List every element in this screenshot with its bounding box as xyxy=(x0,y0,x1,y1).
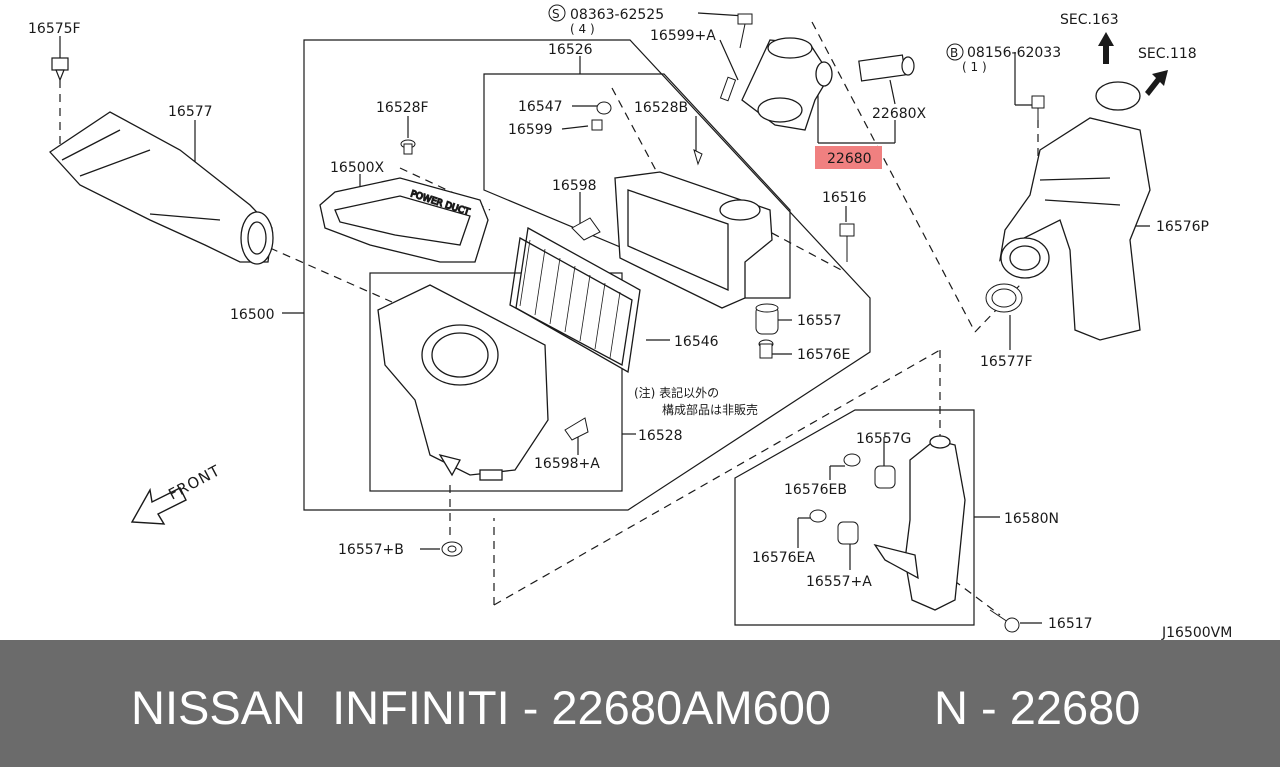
front-label: FRONT xyxy=(165,461,223,503)
label-bolt-08156: 08156-62033 xyxy=(967,45,1061,61)
bolt-08156 xyxy=(1031,95,1045,125)
label-sec118: SEC.118 xyxy=(1138,46,1197,62)
label-16528f: 16528F xyxy=(376,100,429,116)
label-22680: 22680 xyxy=(827,151,872,167)
short-part-number: N - 22680 xyxy=(934,681,1141,734)
brand-part-number: NISSAN INFINITI - 22680AM600 xyxy=(131,681,832,734)
small-parts xyxy=(564,101,703,441)
label-16528b: 16528B xyxy=(634,100,688,116)
air-cleaner-body-16528 xyxy=(377,284,549,481)
label-16526: 16526 xyxy=(548,42,593,58)
label-sec163: SEC.163 xyxy=(1060,12,1119,28)
label-16547: 16547 xyxy=(518,99,563,115)
note-line-1: (注) 表記以外の xyxy=(634,385,719,400)
grommet-16557b xyxy=(441,541,463,557)
label-16576ea: 16576EA xyxy=(752,550,815,566)
svg-text:S: S xyxy=(552,7,560,21)
power-duct-16500x: POWER DUCT xyxy=(319,177,489,263)
front-arrow-icon xyxy=(130,487,187,525)
resonator-16580n xyxy=(873,435,966,611)
label-16500: 16500 xyxy=(230,307,275,323)
part-highlight xyxy=(815,146,882,169)
label-16500x: 16500X xyxy=(330,160,385,176)
assembly-box-lower xyxy=(369,272,623,492)
air-cleaner-cover-16526 xyxy=(614,171,773,309)
label-bolt-qty: ( 4 ) xyxy=(570,22,595,36)
label-16580n: 16580N xyxy=(1004,511,1059,527)
label-16577: 16577 xyxy=(168,104,213,120)
collar-16576e xyxy=(758,339,774,359)
label-16517: 16517 xyxy=(1048,616,1093,632)
bolt-16516 xyxy=(839,223,855,262)
label-16516: 16516 xyxy=(822,190,867,206)
assembly-box-main xyxy=(303,39,871,511)
label-22680x: 22680X xyxy=(872,106,927,122)
air-filter-16546 xyxy=(509,226,641,374)
bolt-16517 xyxy=(989,609,1020,633)
label-16557a: 16557+A xyxy=(806,574,872,590)
part-number-footer: NISSAN INFINITI - 22680AM600 N - 22680 xyxy=(0,640,1280,767)
air-duct-16576p xyxy=(999,81,1151,341)
bolt-symbol-b: B xyxy=(946,43,964,61)
clamp-16577f xyxy=(985,283,1023,313)
label-16546: 16546 xyxy=(674,334,719,350)
air-duct-16577 xyxy=(49,111,274,265)
label-bolt-08363: 08363-62525 xyxy=(570,7,664,23)
label-16576p: 16576P xyxy=(1156,219,1209,235)
note-line-2: 構成部品は非販売 xyxy=(662,402,758,417)
svg-text:B: B xyxy=(950,46,958,60)
bolt-08363 xyxy=(737,13,753,49)
label-16599: 16599 xyxy=(508,122,553,138)
mass-air-flow-housing-22680x xyxy=(741,37,833,131)
arrow-icon xyxy=(1098,32,1168,96)
parts-diagram: POWER DUCT xyxy=(28,4,1232,640)
label-16577f: 16577F xyxy=(980,354,1033,370)
label-16557b: 16557+B xyxy=(338,542,404,558)
label-16576eb: 16576EB xyxy=(784,482,847,498)
diagram-code: J16500VM xyxy=(1161,625,1232,640)
label-16575f: 16575F xyxy=(28,21,81,37)
pin-16599a xyxy=(719,76,737,102)
label-16576e: 16576E xyxy=(797,347,850,363)
label-16528: 16528 xyxy=(638,428,683,444)
label-bolt2-qty: ( 1 ) xyxy=(962,60,987,74)
label-16598a: 16598+A xyxy=(534,456,600,472)
grommets-resonator xyxy=(809,453,896,545)
clip-16575f xyxy=(51,57,69,82)
bolt-symbol-s: S xyxy=(548,4,566,22)
mass-air-flow-sensor-22680 xyxy=(858,54,915,82)
assembly-box-inner xyxy=(483,73,791,299)
grommet-16557 xyxy=(755,303,779,335)
label-16598: 16598 xyxy=(552,178,597,194)
grommet-16528f xyxy=(400,139,416,155)
label-16557: 16557 xyxy=(797,313,842,329)
label-16557g: 16557G xyxy=(856,431,911,447)
label-16599a: 16599+A xyxy=(650,28,716,44)
